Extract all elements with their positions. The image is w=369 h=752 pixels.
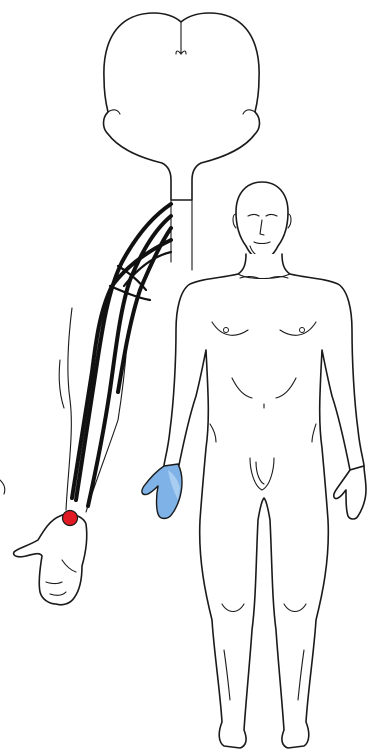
male-body-front-icon <box>164 182 366 748</box>
brain-outline-icon <box>104 13 260 200</box>
lesion-dot-icon <box>63 511 78 526</box>
spinal-cord-icon <box>171 200 192 270</box>
shaded-hand-area-icon <box>142 464 182 519</box>
arm-with-nerve-paths-icon <box>0 204 171 605</box>
